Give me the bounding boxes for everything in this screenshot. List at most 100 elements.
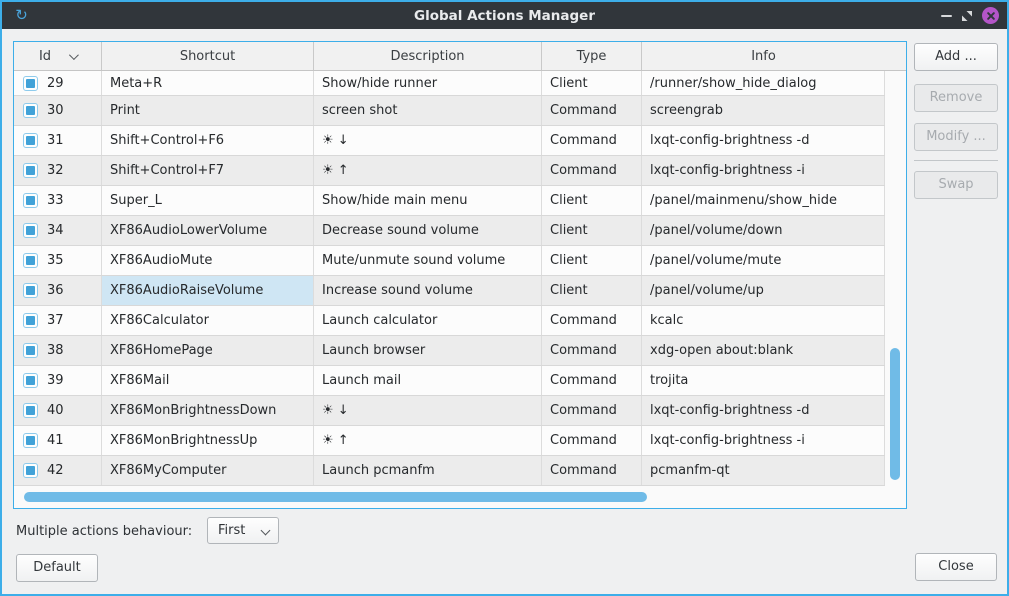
maximize-icon[interactable] <box>961 10 973 22</box>
cell-description[interactable]: Launch calculator <box>314 306 542 335</box>
cell-shortcut[interactable]: XF86MonBrightnessUp <box>102 426 314 455</box>
cell-id[interactable]: 37 <box>14 306 102 335</box>
cell-shortcut[interactable]: Shift+Control+F7 <box>102 156 314 185</box>
cell-info[interactable]: screengrab <box>642 96 885 125</box>
cell-id[interactable]: 41 <box>14 426 102 455</box>
cell-info[interactable]: lxqt-config-brightness -i <box>642 426 885 455</box>
cell-description[interactable]: Show/hide runner <box>314 71 542 95</box>
column-header-info[interactable]: Info <box>642 42 885 70</box>
cell-info[interactable]: /panel/volume/down <box>642 216 885 245</box>
cell-description[interactable]: Launch pcmanfm <box>314 456 542 485</box>
cell-description[interactable]: Decrease sound volume <box>314 216 542 245</box>
cell-info[interactable]: xdg-open about:blank <box>642 336 885 365</box>
row-checkbox[interactable] <box>23 75 38 91</box>
cell-shortcut[interactable]: XF86Mail <box>102 366 314 395</box>
cell-type[interactable]: Client <box>542 276 642 305</box>
cell-type[interactable]: Command <box>542 156 642 185</box>
cell-info[interactable]: trojita <box>642 366 885 395</box>
cell-id[interactable]: 38 <box>14 336 102 365</box>
cell-description[interactable]: Increase sound volume <box>314 276 542 305</box>
cell-type[interactable]: Command <box>542 366 642 395</box>
cell-description[interactable]: Show/hide main menu <box>314 186 542 215</box>
cell-id[interactable]: 35 <box>14 246 102 275</box>
cell-shortcut[interactable]: XF86AudioMute <box>102 246 314 275</box>
cell-description[interactable]: Launch browser <box>314 336 542 365</box>
horizontal-scrollbar-thumb[interactable] <box>24 492 647 502</box>
row-checkbox[interactable] <box>23 253 38 268</box>
cell-info[interactable]: /panel/volume/up <box>642 276 885 305</box>
cell-id[interactable]: 29 <box>14 71 102 95</box>
cell-description[interactable]: ☀ ↓ <box>314 396 542 425</box>
column-header-type[interactable]: Type <box>542 42 642 70</box>
cell-info[interactable]: /panel/mainmenu/show_hide <box>642 186 885 215</box>
cell-info[interactable]: kcalc <box>642 306 885 335</box>
cell-info[interactable]: lxqt-config-brightness -i <box>642 156 885 185</box>
cell-type[interactable]: Client <box>542 216 642 245</box>
titlebar[interactable]: ↻ Global Actions Manager <box>2 2 1007 29</box>
cell-info[interactable]: lxqt-config-brightness -d <box>642 126 885 155</box>
minimize-icon[interactable] <box>941 14 952 17</box>
close-button[interactable]: Close <box>915 553 997 581</box>
cell-id[interactable]: 30 <box>14 96 102 125</box>
cell-id[interactable]: 34 <box>14 216 102 245</box>
cell-shortcut[interactable]: Print <box>102 96 314 125</box>
cell-type[interactable]: Command <box>542 426 642 455</box>
cell-info[interactable]: lxqt-config-brightness -d <box>642 396 885 425</box>
column-header-shortcut[interactable]: Shortcut <box>102 42 314 70</box>
cell-id[interactable]: 31 <box>14 126 102 155</box>
cell-description[interactable]: ☀ ↓ <box>314 126 542 155</box>
cell-type[interactable]: Command <box>542 336 642 365</box>
cell-shortcut[interactable]: XF86MonBrightnessDown <box>102 396 314 425</box>
row-checkbox[interactable] <box>23 193 38 208</box>
row-checkbox[interactable] <box>23 403 38 418</box>
cell-type[interactable]: Client <box>542 186 642 215</box>
row-checkbox[interactable] <box>23 343 38 358</box>
cell-shortcut[interactable]: Meta+R <box>102 71 314 95</box>
cell-id[interactable]: 33 <box>14 186 102 215</box>
cell-info[interactable]: pcmanfm-qt <box>642 456 885 485</box>
cell-type[interactable]: Command <box>542 126 642 155</box>
row-checkbox[interactable] <box>23 223 38 238</box>
vertical-scrollbar-thumb[interactable] <box>890 348 900 480</box>
cell-id[interactable]: 32 <box>14 156 102 185</box>
column-header-description[interactable]: Description <box>314 42 542 70</box>
row-checkbox[interactable] <box>23 103 38 118</box>
cell-type[interactable]: Client <box>542 71 642 95</box>
column-header-id[interactable]: Id <box>14 42 102 70</box>
cell-type[interactable]: Command <box>542 306 642 335</box>
row-checkbox[interactable] <box>23 283 38 298</box>
cell-info[interactable]: /runner/show_hide_dialog <box>642 71 885 95</box>
cell-id[interactable]: 39 <box>14 366 102 395</box>
close-icon[interactable] <box>982 7 999 24</box>
cell-description[interactable]: ☀ ↑ <box>314 426 542 455</box>
cell-id[interactable]: 36 <box>14 276 102 305</box>
row-checkbox[interactable] <box>23 373 38 388</box>
cell-type[interactable]: Command <box>542 456 642 485</box>
row-checkbox[interactable] <box>23 433 38 448</box>
cell-shortcut[interactable]: XF86AudioRaiseVolume <box>102 276 314 305</box>
cell-type[interactable]: Command <box>542 96 642 125</box>
cell-shortcut[interactable]: Super_L <box>102 186 314 215</box>
behaviour-combobox[interactable]: First <box>207 517 279 544</box>
cell-shortcut[interactable]: XF86Calculator <box>102 306 314 335</box>
cell-info[interactable]: /panel/volume/mute <box>642 246 885 275</box>
cell-type[interactable]: Command <box>542 396 642 425</box>
row-checkbox[interactable] <box>23 133 38 148</box>
row-checkbox[interactable] <box>23 313 38 328</box>
cell-shortcut[interactable]: XF86AudioLowerVolume <box>102 216 314 245</box>
cell-description[interactable]: screen shot <box>314 96 542 125</box>
cell-type[interactable]: Client <box>542 246 642 275</box>
row-checkbox[interactable] <box>23 463 38 478</box>
